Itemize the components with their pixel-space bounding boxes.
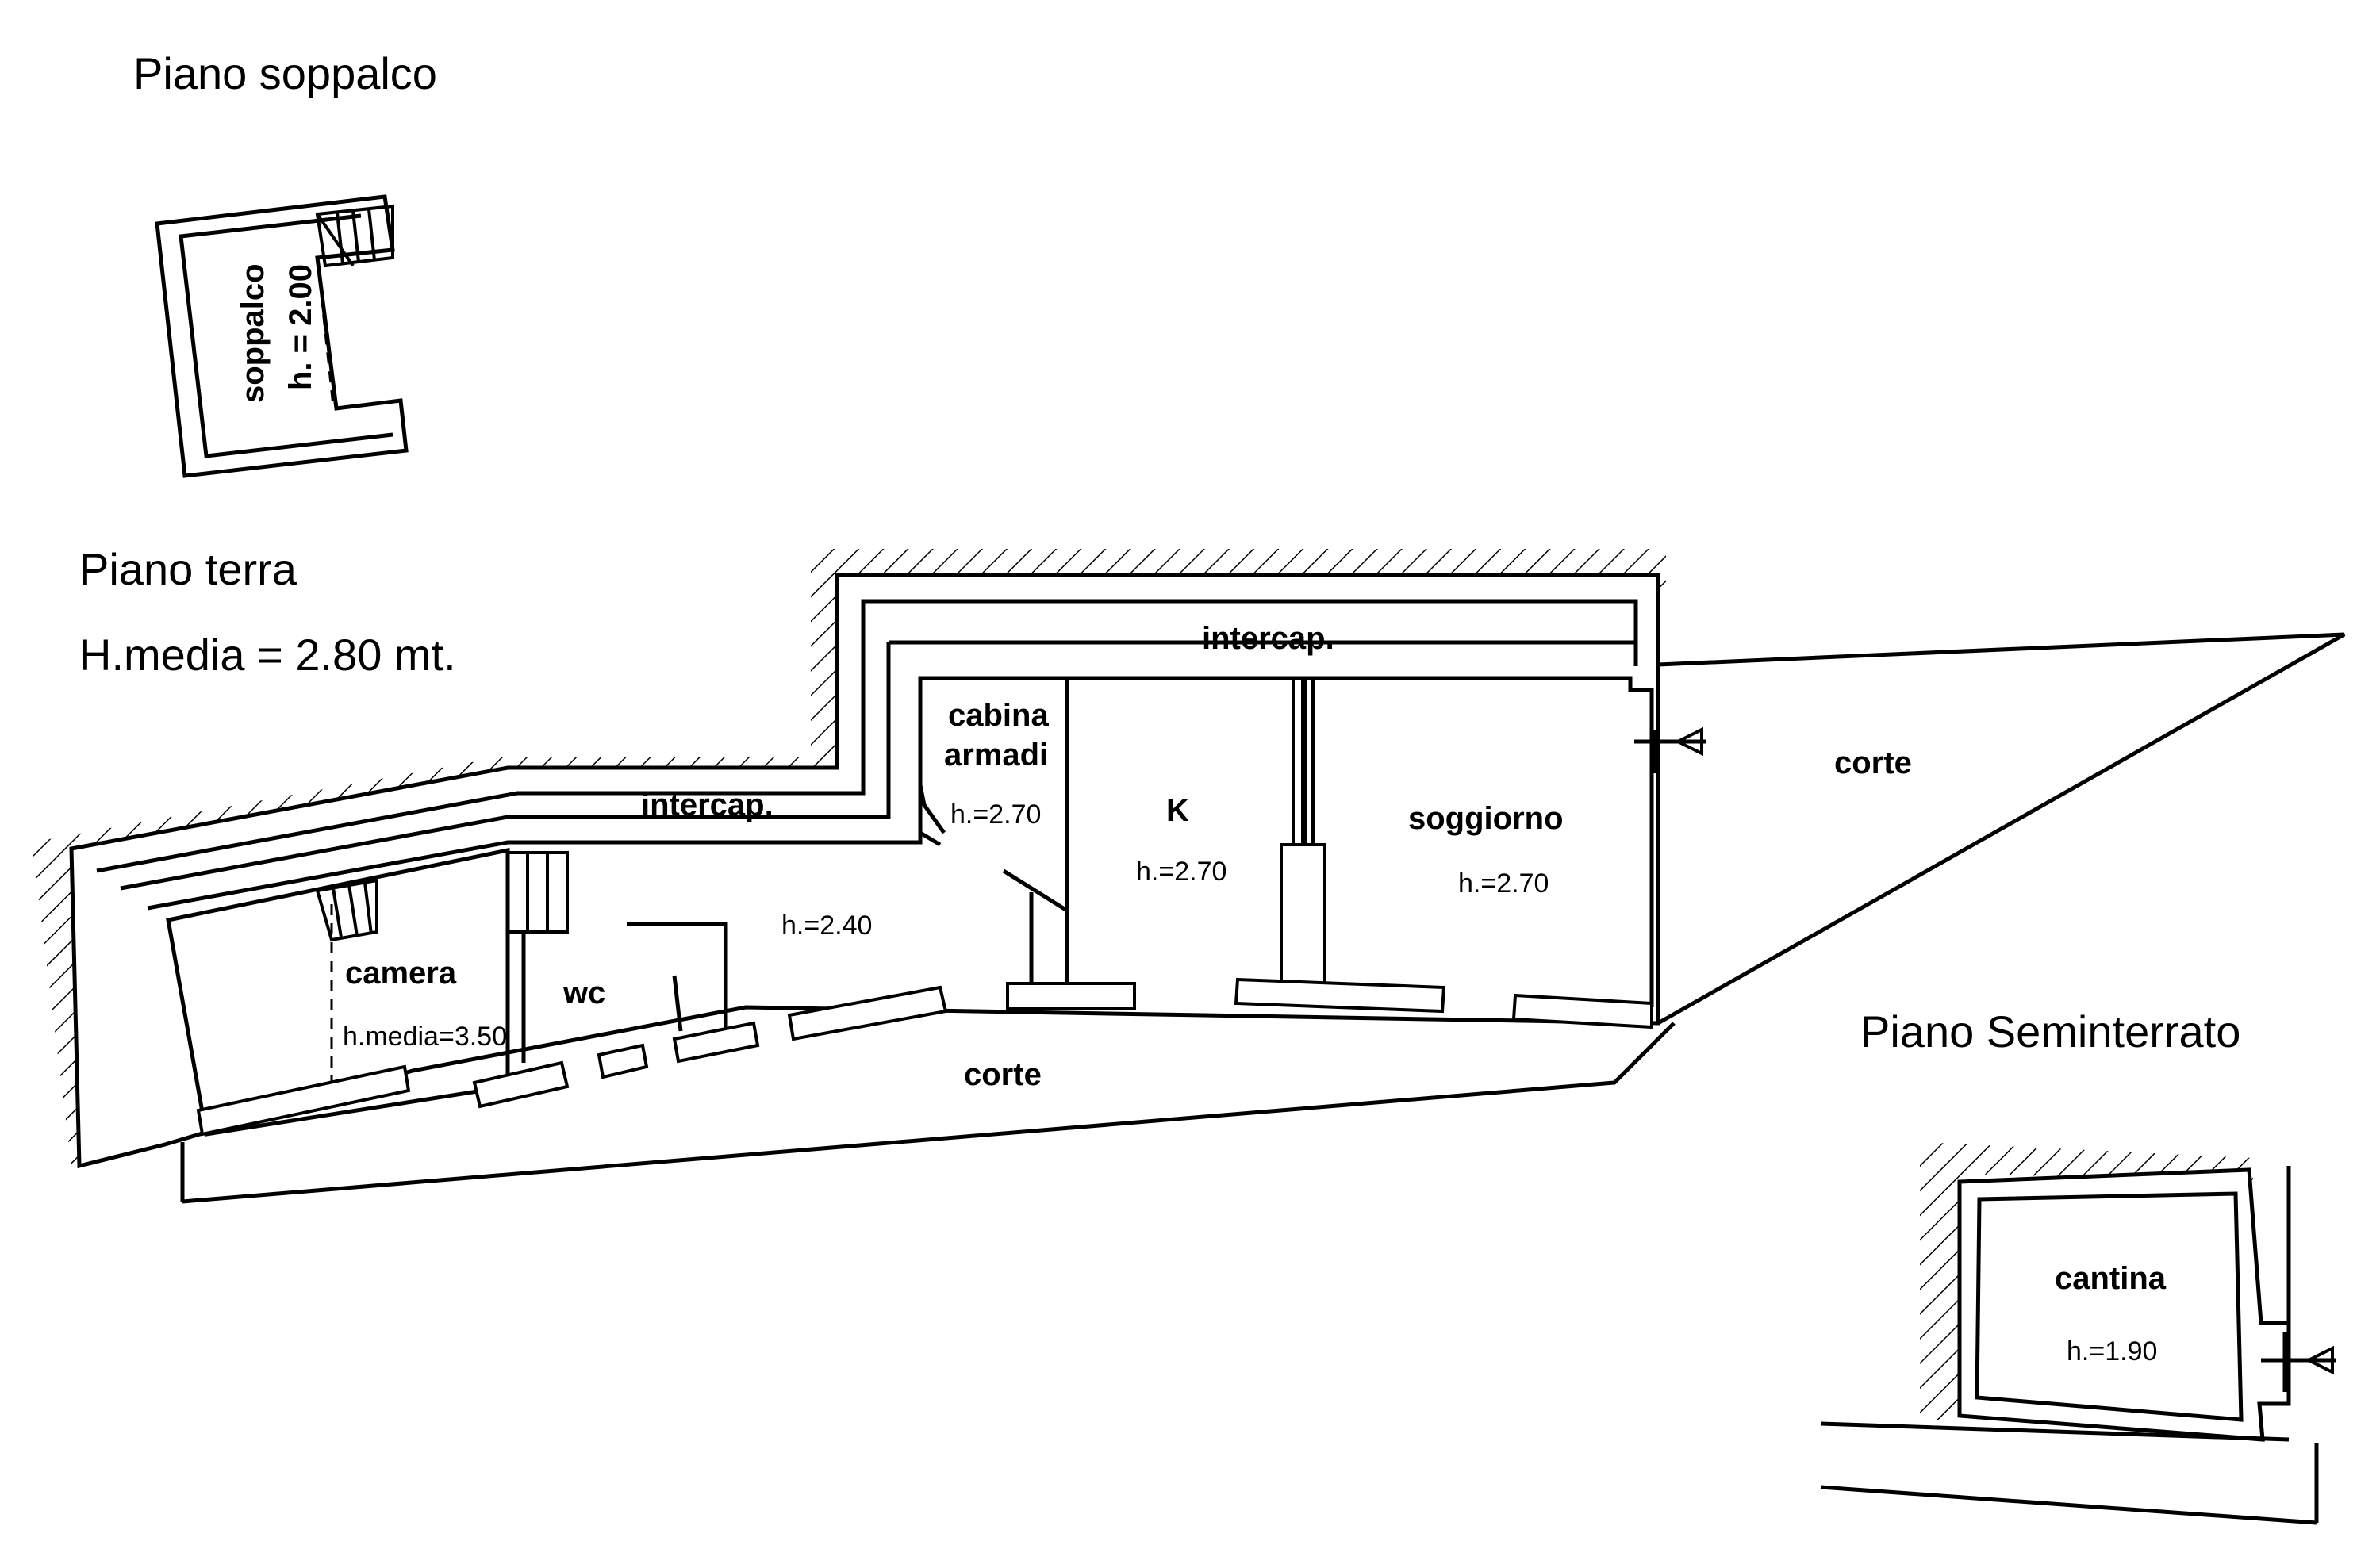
cantina-label: cantina	[2055, 1261, 2167, 1296]
kitchen-label: K	[1166, 793, 1189, 828]
soggiorno-label: soggiorno	[1408, 801, 1564, 836]
cabina-label-line1: cabina	[948, 698, 1049, 733]
ground-floor-title: Piano terra	[79, 544, 298, 594]
ground-avg-height: H.media = 2.80 mt.	[79, 630, 456, 680]
basement-floor-title: Piano Seminterrato	[1860, 1006, 2240, 1056]
basement-plan: cantina h.=1.90	[1820, 1142, 2336, 1525]
soppalco-floor-title: Piano soppalco	[133, 48, 437, 98]
camera-height-label: h.media=3.50	[343, 1022, 507, 1052]
stairs-icon	[315, 204, 394, 268]
cantina-height-label: h.=1.90	[2067, 1336, 2157, 1367]
corte-right-label: corte	[1834, 746, 1912, 780]
ground-floor-plan: intercap. intercap. cabina armadi h.=2.7…	[32, 549, 2346, 1204]
entrance-arrow-icon	[1634, 726, 1706, 773]
soggiorno-height-label: h.=2.70	[1458, 868, 1549, 899]
soppalco-room-label: soppalco	[236, 263, 271, 403]
camera-label: camera	[345, 956, 457, 991]
intercap-top-label: intercap.	[1202, 621, 1334, 656]
cabina-label-line2: armadi	[944, 738, 1048, 772]
wc-label: wc	[562, 976, 605, 1010]
basement-entrance-arrow-icon	[2261, 1332, 2336, 1392]
cabina-height-label: h.=2.70	[950, 799, 1041, 830]
wc-stairs-icon	[506, 851, 569, 934]
camera-stairs-icon	[315, 878, 378, 942]
kitchen-height-label: h.=2.70	[1136, 857, 1226, 887]
soppalco-height-label: h. = 2.00	[283, 264, 318, 390]
corte-bottom-label: corte	[964, 1057, 1042, 1092]
soppalco-plan: soppalco h. = 2.00	[155, 194, 409, 478]
corridor-height-label: h.=2.40	[781, 911, 872, 941]
intercap-left-label: intercap.	[641, 788, 774, 822]
